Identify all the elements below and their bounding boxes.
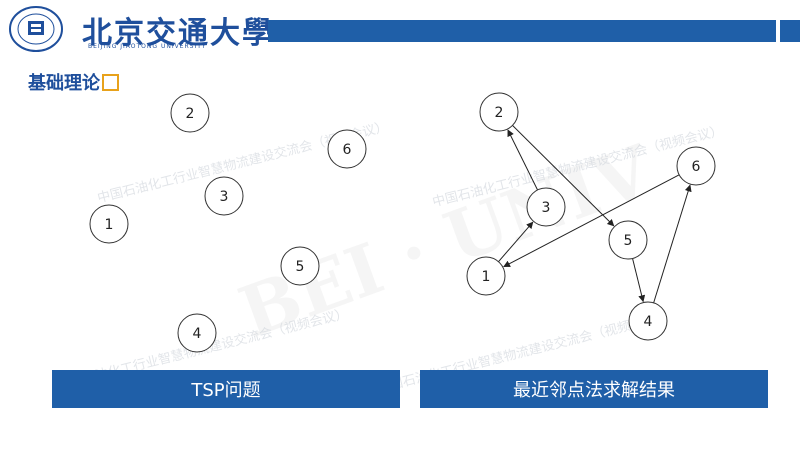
right-node-6 (676, 146, 716, 186)
right-node-label-2: 2 (495, 105, 504, 121)
section-title: 基础理论 (28, 69, 119, 95)
right-node-label-5: 5 (624, 233, 633, 249)
right-node-5 (608, 220, 648, 260)
left-node-label-4: 4 (193, 326, 202, 342)
right-node-1 (466, 256, 506, 296)
right-caption: 最近邻点法求解结果 (513, 380, 675, 401)
right-diagram: 1 2 3 4 5 6 (466, 92, 716, 341)
section-title-text: 基础理论 (28, 73, 100, 94)
left-node-label-2: 2 (186, 106, 195, 122)
left-node-1 (89, 204, 129, 244)
left-caption-bar: TSP问题 (52, 370, 400, 408)
right-edge-6-1 (503, 174, 680, 268)
header-bar (268, 20, 776, 42)
left-node-4 (177, 313, 217, 353)
right-node-2 (479, 92, 519, 132)
left-node-5 (280, 246, 320, 286)
right-node-label-4: 4 (644, 314, 653, 330)
right-node-3 (526, 187, 566, 227)
right-node-label-6: 6 (692, 159, 701, 175)
right-caption-bar: 最近邻点法求解结果 (420, 370, 768, 408)
header-bar-end (780, 20, 800, 42)
right-edge-2-5 (512, 125, 615, 227)
right-edge-1-3 (498, 221, 534, 262)
right-edge-3-2 (507, 129, 539, 191)
right-node-label-1: 1 (482, 269, 491, 285)
left-node-3 (204, 176, 244, 216)
university-seal-icon (9, 6, 63, 52)
left-node-label-5: 5 (296, 259, 305, 275)
title-square-icon (102, 74, 119, 91)
header: 北京交通大學 BEIJING JIAOTONG UNIVERSITY (0, 0, 800, 60)
left-node-2 (170, 93, 210, 133)
left-node-6 (327, 129, 367, 169)
right-edge-5-4 (632, 258, 646, 303)
left-node-label-1: 1 (105, 217, 114, 233)
university-logo-subtext: BEIJING JIAOTONG UNIVERSITY (88, 43, 207, 50)
left-diagram: 1 2 3 4 5 6 (89, 93, 367, 353)
university-logo-text: 北京交通大學 (82, 16, 274, 51)
left-caption: TSP问题 (191, 380, 261, 401)
left-node-label-3: 3 (220, 189, 229, 205)
right-node-4 (628, 301, 668, 341)
right-node-label-3: 3 (542, 200, 551, 216)
left-node-label-6: 6 (343, 142, 352, 158)
right-edge-4-6 (653, 184, 692, 303)
right-diagram-edges (498, 125, 692, 303)
